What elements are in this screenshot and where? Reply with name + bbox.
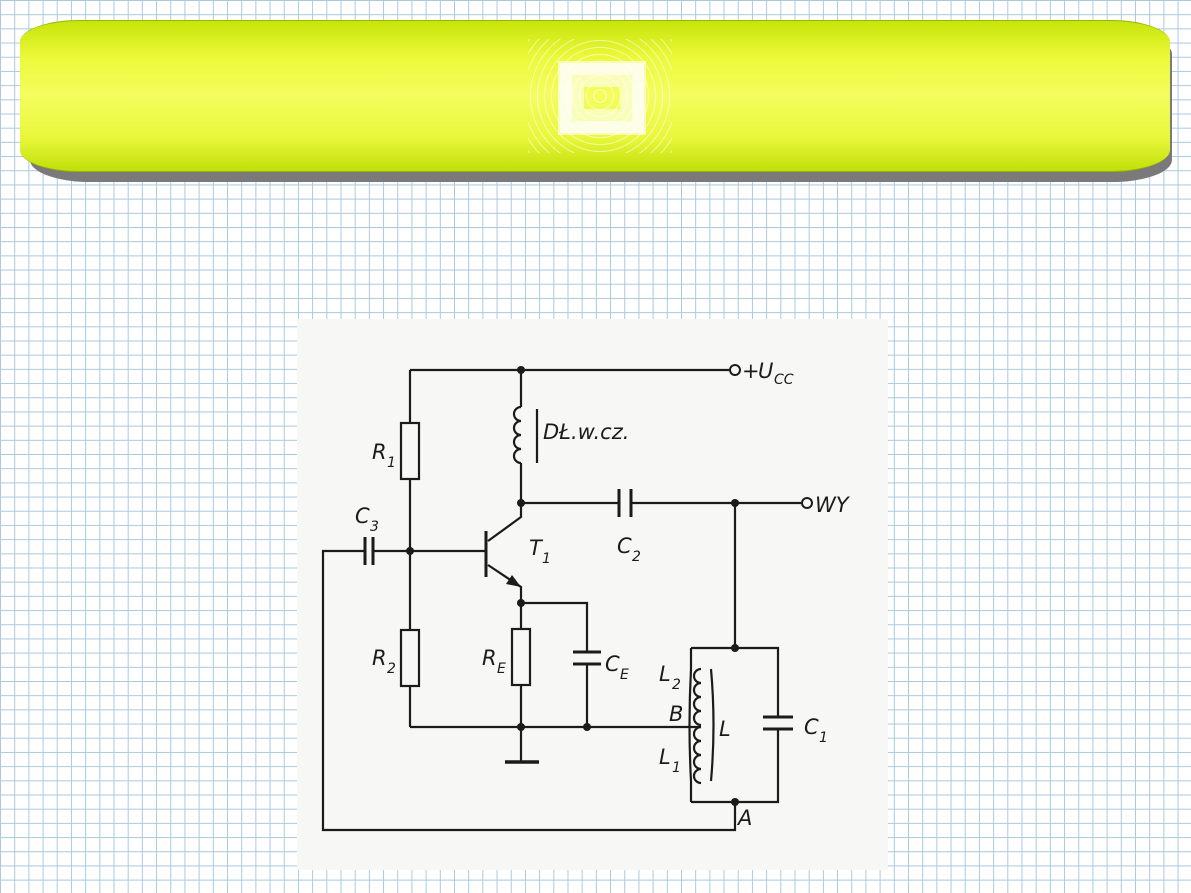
c1-sub-label: 1 — [819, 730, 828, 746]
circuit-diagram: + U CC R 1 DŁ.w.cz. C 3 T 1 C 2 WY R 2 R… — [321, 359, 851, 832]
re-sub-label: E — [497, 661, 506, 677]
circuit-panel: + U CC R 1 DŁ.w.cz. C 3 T 1 C 2 WY R 2 R… — [297, 319, 888, 870]
r1-sub-label: 1 — [387, 455, 396, 471]
r1-resistor — [399, 421, 421, 481]
ce-label: C — [605, 652, 620, 676]
r1-label: R — [372, 440, 387, 464]
c3-sub-label: 3 — [370, 519, 379, 535]
tank-wire — [691, 503, 780, 804]
re-resistor — [510, 627, 532, 687]
ucc-sub-label: CC — [774, 372, 794, 388]
banner-emblem-inner — [558, 61, 646, 135]
c2-sub-label: 2 — [632, 549, 641, 565]
c3-label: C — [355, 504, 370, 528]
ucc-terminal — [729, 364, 741, 376]
c1-label: C — [804, 715, 819, 739]
ce-wire — [521, 601, 589, 727]
l2-label: L — [659, 662, 671, 686]
transistor-collector-lead — [487, 503, 523, 542]
node-ground — [517, 723, 525, 731]
re-label: R — [482, 646, 497, 670]
r2-label: R — [372, 646, 387, 670]
b-label: B — [669, 702, 683, 726]
l2-coil — [692, 667, 702, 727]
title-banner — [20, 20, 1170, 172]
a-label: A — [736, 806, 752, 830]
emitter-arrow — [506, 575, 521, 587]
wy-terminal — [801, 497, 813, 509]
l-core — [709, 668, 715, 782]
feedback-wire — [321, 549, 737, 832]
node-a — [731, 798, 739, 806]
l-label: L — [719, 717, 731, 741]
r2-sub-label: 2 — [387, 661, 396, 677]
l1-label: L — [659, 745, 671, 769]
ucc-label: U — [758, 359, 773, 383]
choke-coil — [512, 405, 522, 465]
l1-coil — [692, 725, 702, 785]
t1-sub-label: 1 — [542, 551, 551, 567]
t1-label: T — [529, 536, 544, 560]
r2-resistor — [399, 628, 421, 688]
choke-label: DŁ.w.cz. — [543, 420, 629, 444]
c2-label: C — [617, 534, 632, 558]
wy-label: WY — [815, 493, 851, 517]
ce-sub-label: E — [620, 667, 629, 683]
l1-sub-label: 1 — [672, 760, 681, 776]
node-tank-top — [731, 644, 739, 652]
node-ce-ground — [583, 723, 591, 731]
l-frame — [688, 668, 693, 782]
l2-sub-label: 2 — [672, 677, 681, 693]
banner-emblem — [528, 39, 672, 153]
ucc-sign-label: + — [742, 359, 760, 383]
